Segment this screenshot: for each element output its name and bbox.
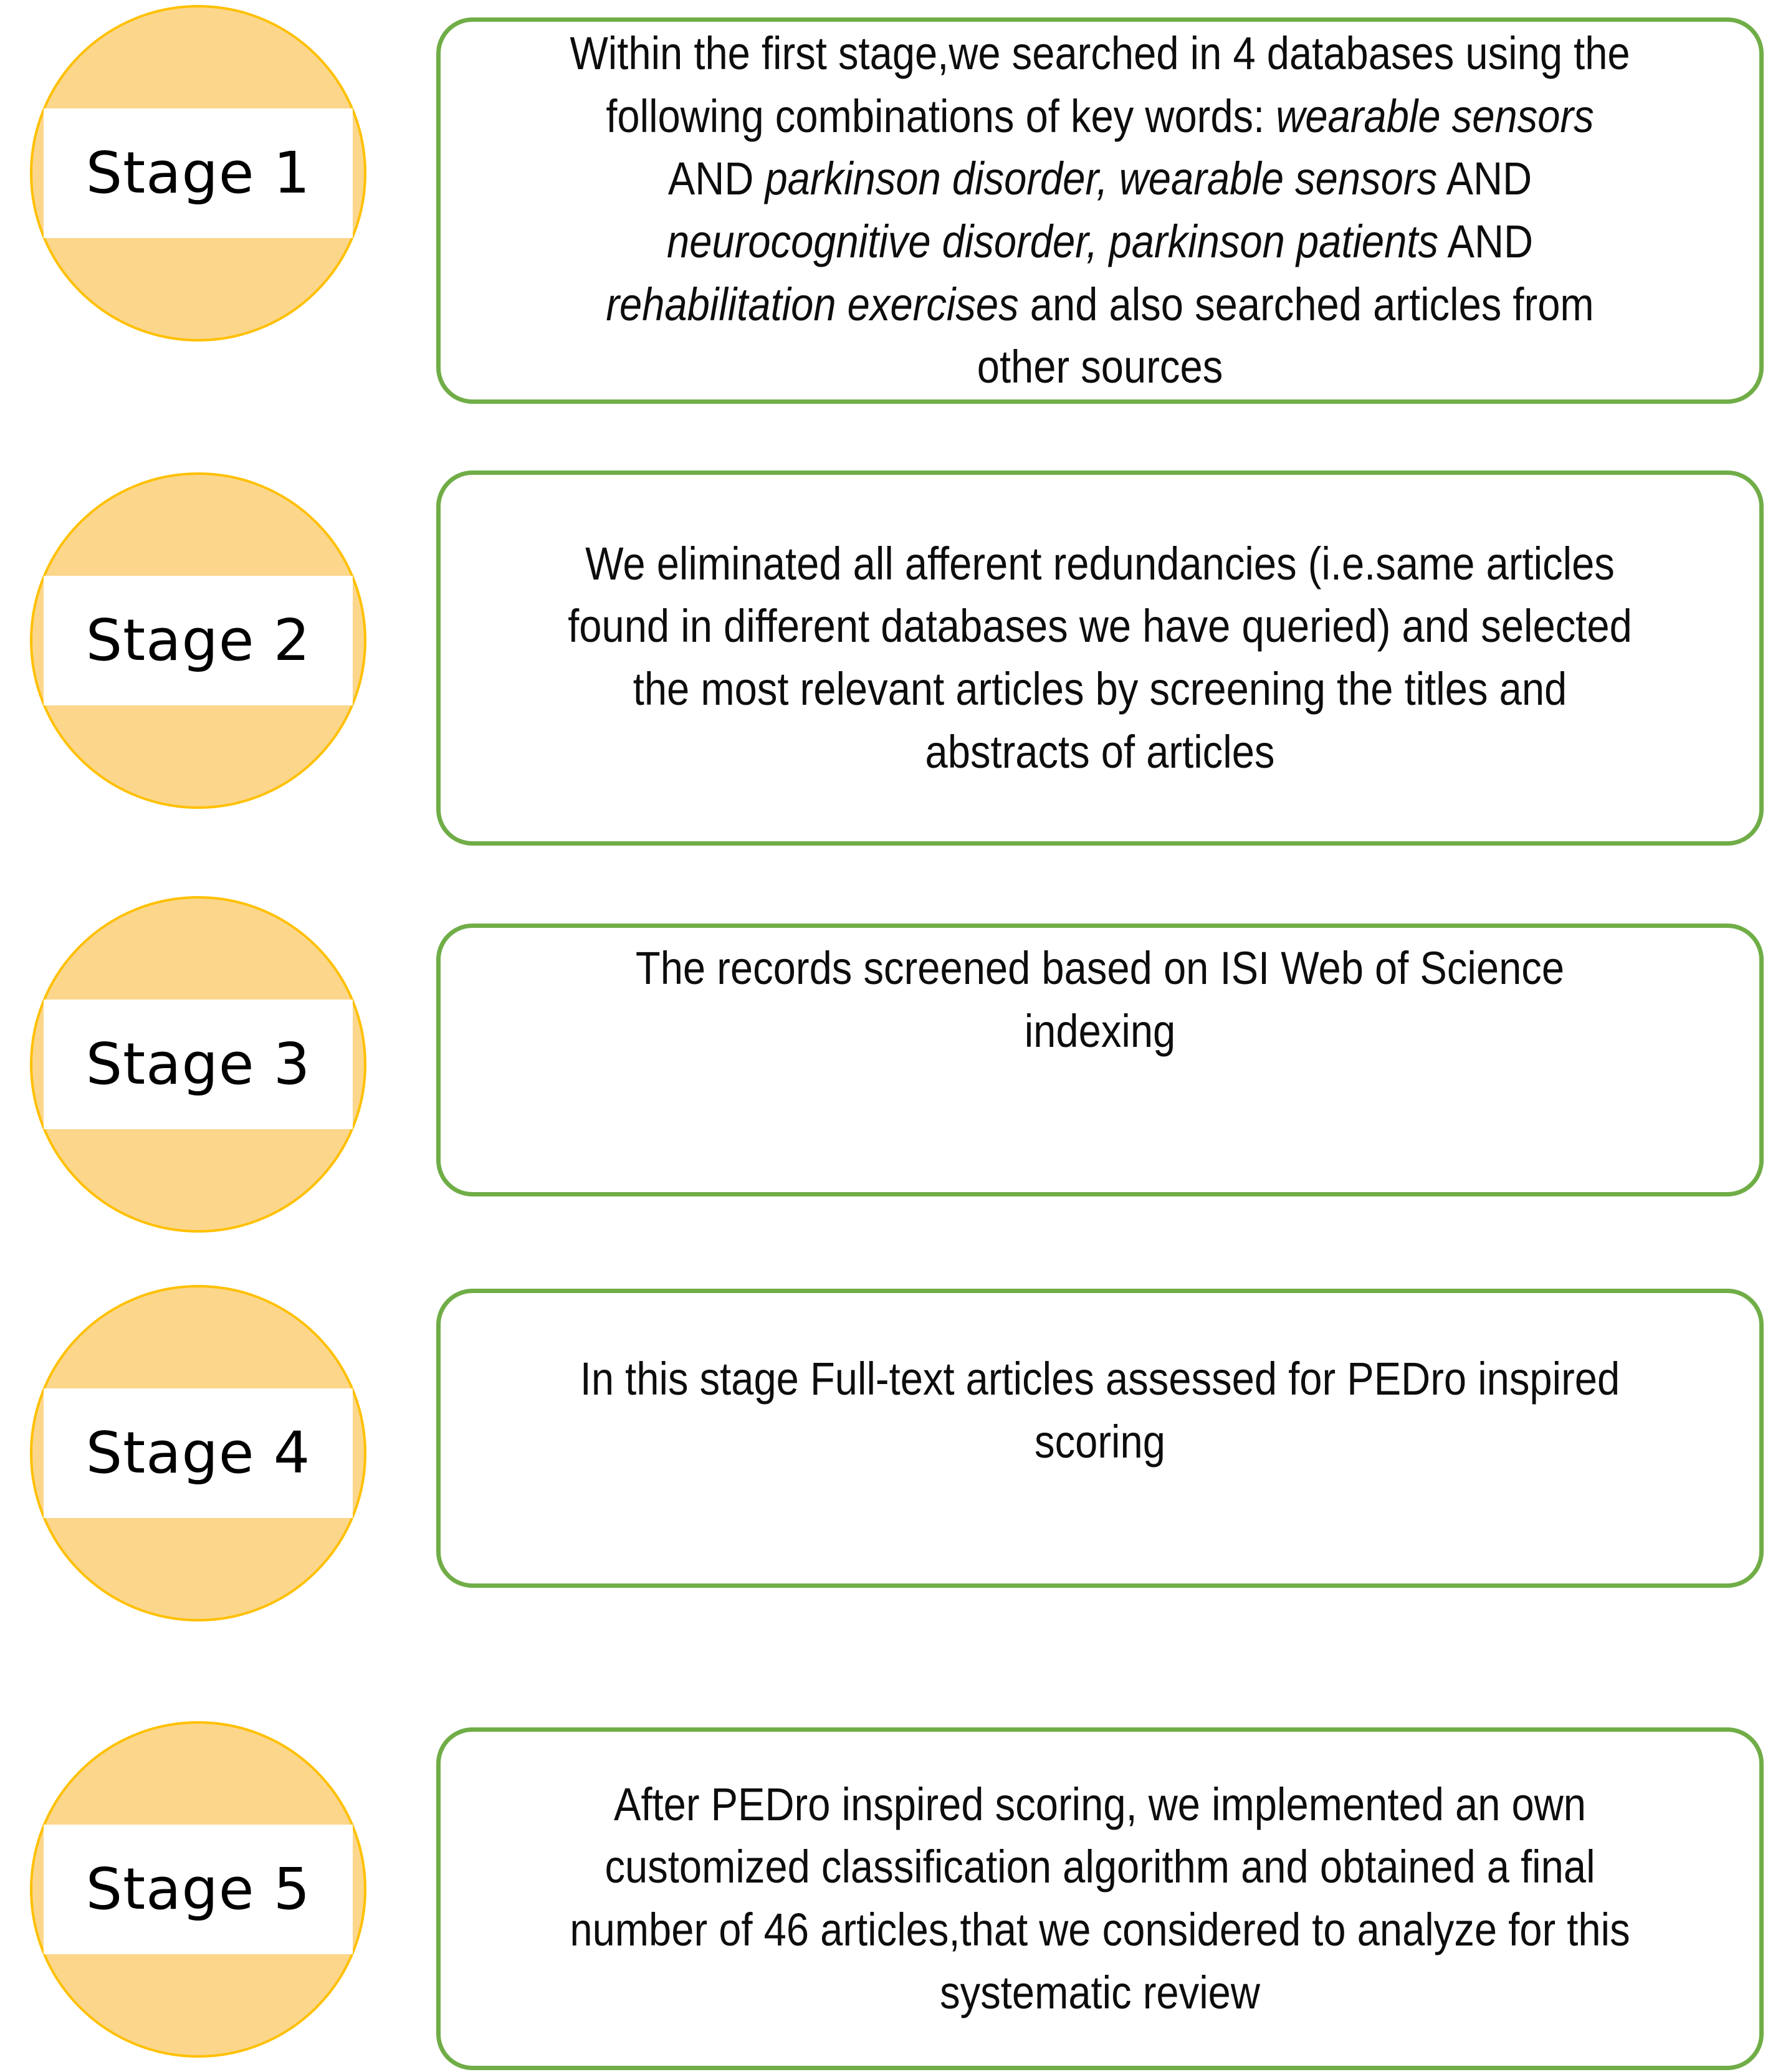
text-run: AND	[1438, 216, 1534, 267]
stage-description-text: Within the first stage,we searched in 4 …	[520, 22, 1680, 399]
stage-description-text: In this stage Full-text articles assesse…	[520, 1348, 1680, 1473]
text-run: Within the first stage,we searched in 4 …	[570, 27, 1630, 142]
text-run: In this stage Full-text articles assesse…	[580, 1353, 1620, 1468]
stage-description-text: We eliminated all afferent redundancies …	[520, 533, 1680, 784]
text-run: The records screened based on ISI Web of…	[635, 942, 1565, 1057]
keyword-phrase: wearable sensors	[1276, 90, 1594, 142]
stage-badge-2: Stage 2	[30, 472, 366, 809]
text-run: AND	[667, 153, 765, 205]
stage-label-band: Stage 3	[44, 1000, 353, 1129]
stage-badge-5: Stage 5	[30, 1721, 366, 2058]
stage-description-box-5: After PEDro inspired scoring, we impleme…	[436, 1727, 1764, 2070]
keyword-phrase: parkinson disorder, wearable sensors	[765, 153, 1438, 205]
text-run: We eliminated all afferent redundancies …	[568, 537, 1632, 778]
text-run: and also searched articles from other so…	[977, 278, 1594, 393]
stage-label-band: Stage 2	[44, 576, 353, 705]
keyword-phrase: rehabilitation exercises	[606, 278, 1019, 330]
keyword-phrase: neurocognitive disorder, parkinson patie…	[666, 216, 1439, 267]
stage-description-text: The records screened based on ISI Web of…	[520, 937, 1680, 1062]
stage-description-box-3: The records screened based on ISI Web of…	[436, 924, 1764, 1196]
stage-label: Stage 1	[85, 140, 311, 206]
text-run: AND	[1437, 153, 1532, 205]
stage-label-band: Stage 4	[44, 1388, 353, 1518]
stage-description-box-2: We eliminated all afferent redundancies …	[436, 470, 1764, 846]
stage-label-band: Stage 1	[44, 108, 353, 238]
stage-label-band: Stage 5	[44, 1825, 353, 1954]
stage-description-text: After PEDro inspired scoring, we impleme…	[520, 1774, 1680, 2025]
stage-badge-4: Stage 4	[30, 1285, 366, 1621]
stage-label: Stage 4	[85, 1420, 311, 1486]
stage-label: Stage 3	[85, 1031, 311, 1097]
text-run: After PEDro inspired scoring, we impleme…	[570, 1778, 1630, 2018]
stage-description-box-4: In this stage Full-text articles assesse…	[436, 1289, 1764, 1588]
stage-badge-3: Stage 3	[30, 896, 366, 1233]
stage-label: Stage 5	[85, 1856, 311, 1922]
stage-label: Stage 2	[85, 607, 311, 674]
stage-description-box-1: Within the first stage,we searched in 4 …	[436, 17, 1764, 404]
stage-badge-1: Stage 1	[30, 5, 366, 341]
